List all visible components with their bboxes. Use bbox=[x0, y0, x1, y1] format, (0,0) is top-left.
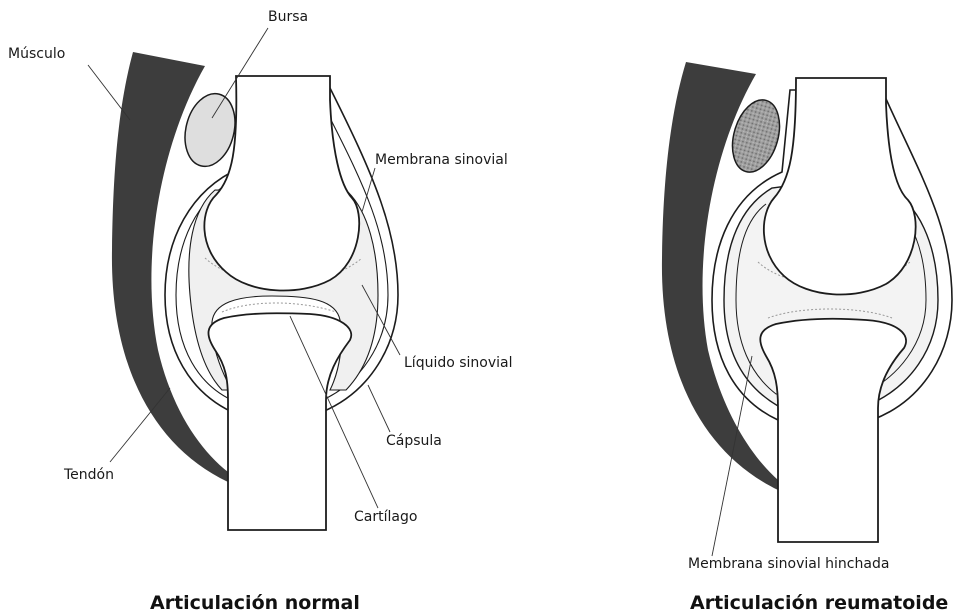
label-cartilago: Cartílago bbox=[354, 509, 417, 525]
label-musculo: Músculo bbox=[8, 46, 65, 62]
leader-musculo bbox=[88, 65, 130, 120]
caption-reumatoide: Articulación reumatoide bbox=[690, 592, 948, 614]
leader-capsula bbox=[368, 385, 390, 432]
lower-bone-rheumatoid bbox=[760, 319, 906, 542]
label-liquido-sinovial: Líquido sinovial bbox=[404, 355, 513, 371]
label-membrana-sinovial-hinchada: Membrana sinovial hinchada bbox=[688, 556, 889, 572]
rheumatoid-joint: Membrana sinovial hinchada Articulación … bbox=[662, 62, 952, 614]
label-bursa: Bursa bbox=[268, 9, 308, 25]
caption-normal: Articulación normal bbox=[150, 592, 360, 614]
label-membrana-sinovial: Membrana sinovial bbox=[375, 152, 508, 168]
upper-bone-rheumatoid bbox=[764, 78, 916, 294]
lower-bone bbox=[208, 313, 351, 530]
label-tendon: Tendón bbox=[63, 467, 114, 483]
label-capsula: Cápsula bbox=[386, 433, 442, 449]
normal-joint: Músculo Bursa Membrana sinovial Líquido … bbox=[8, 9, 513, 614]
